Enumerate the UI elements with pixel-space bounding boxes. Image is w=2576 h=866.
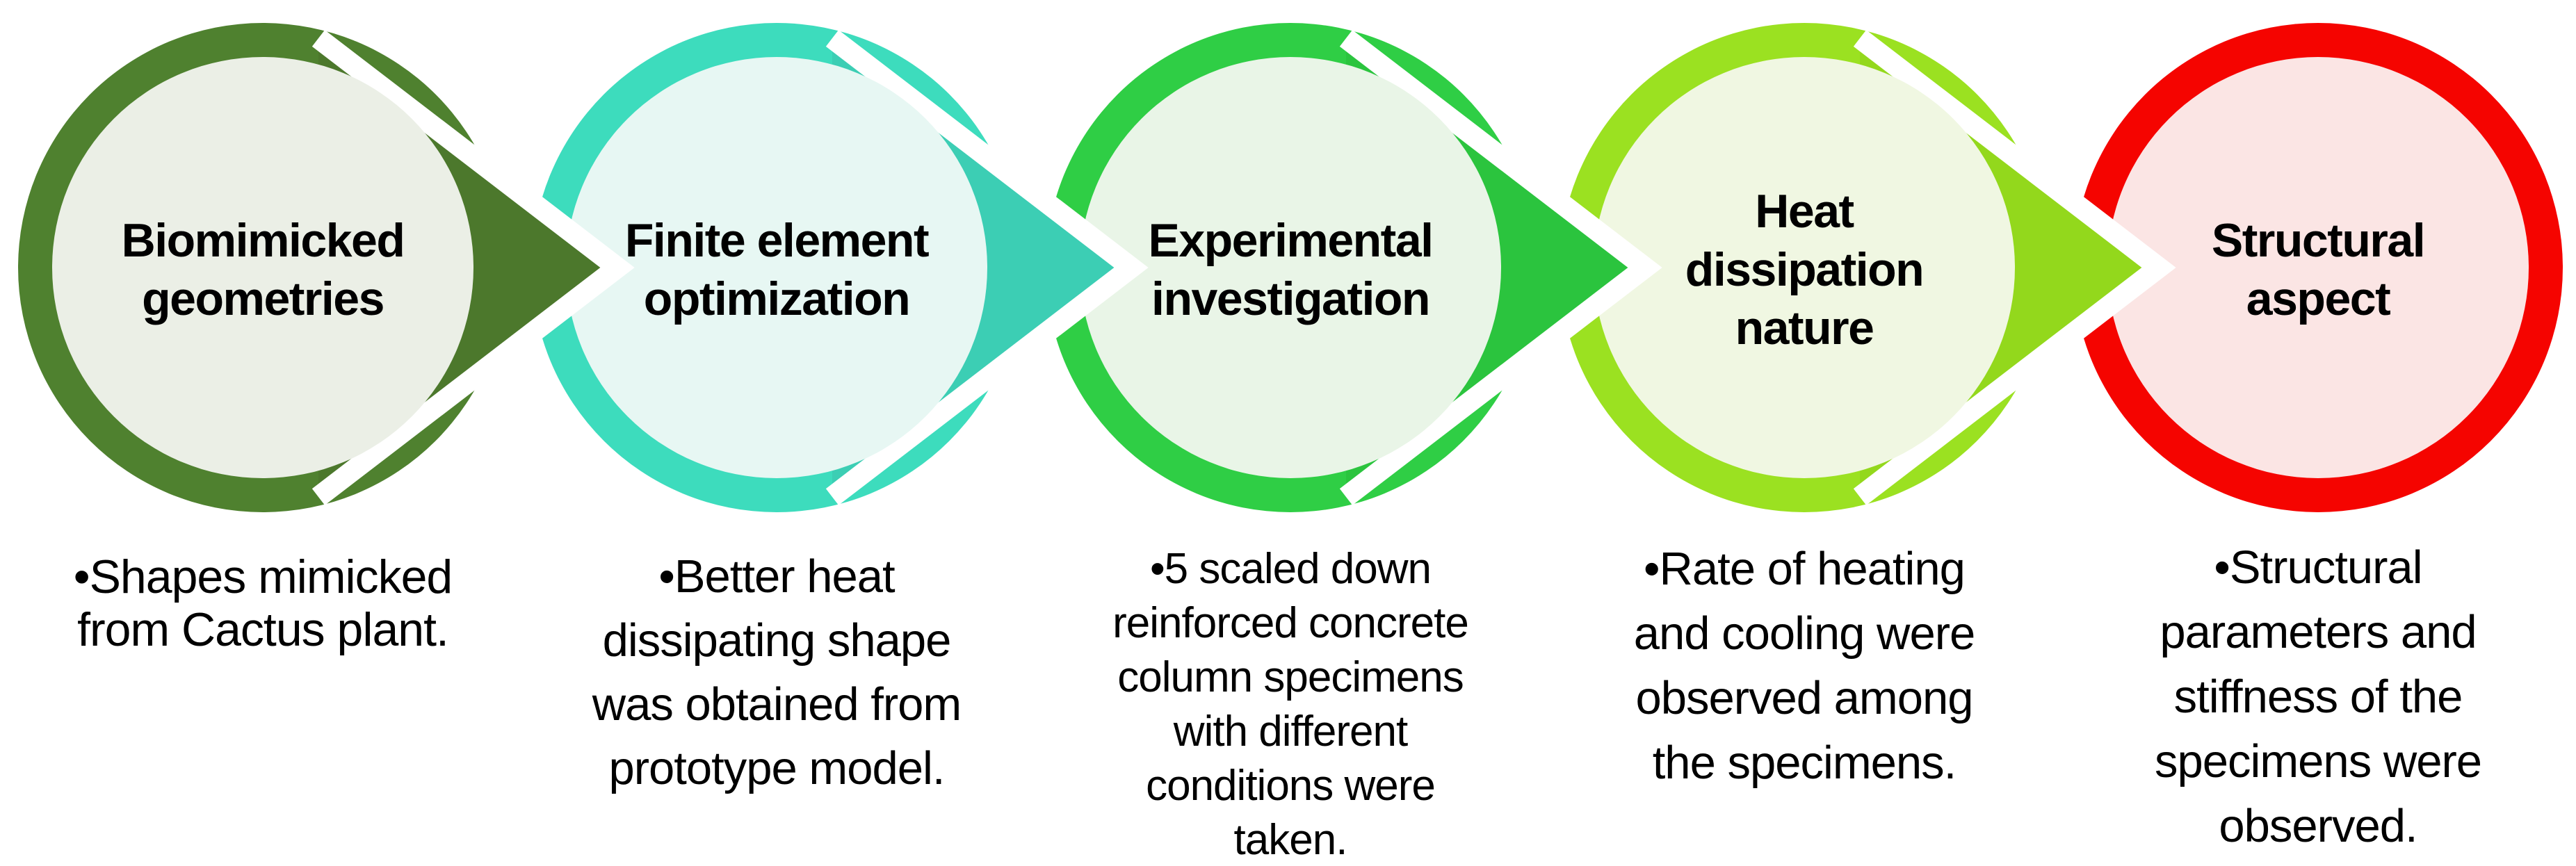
stage-1-title: Biomimicked geometries xyxy=(121,214,405,325)
stage-2-fill xyxy=(566,57,987,478)
stage-5-bullet-text: •Structural parameters and stiffness of … xyxy=(2154,541,2482,852)
stage-5-title: Structural aspect xyxy=(2211,214,2426,325)
stage-1-fill xyxy=(52,57,473,478)
stage-5-fill xyxy=(2107,57,2529,478)
stage-4-title: Heat dissipation nature xyxy=(1685,185,1925,354)
stage-2-bullet-text: •Better heat dissipating shape was obtai… xyxy=(592,550,962,794)
stage-2-shape xyxy=(532,23,1149,512)
stage-3-fill xyxy=(1080,57,1501,478)
stage-1-shape xyxy=(18,23,635,512)
stage-3-bullet-text: •5 scaled down reinforced concrete colum… xyxy=(1112,545,1469,864)
stage-4-fill xyxy=(1594,57,2015,478)
stage-1-bullet-text: •Shapes mimicked from Cactus plant. xyxy=(73,550,453,656)
stage-3-title: Experimental investigation xyxy=(1148,214,1434,325)
stage-2-title: Finite element optimization xyxy=(624,214,930,325)
stage-4-shape xyxy=(1560,23,2176,512)
stage-4-bullet-text: •Rate of heating and cooling were observ… xyxy=(1633,543,1976,789)
stage-3-shape xyxy=(1046,23,1662,512)
stage-5-shape xyxy=(2073,23,2563,512)
